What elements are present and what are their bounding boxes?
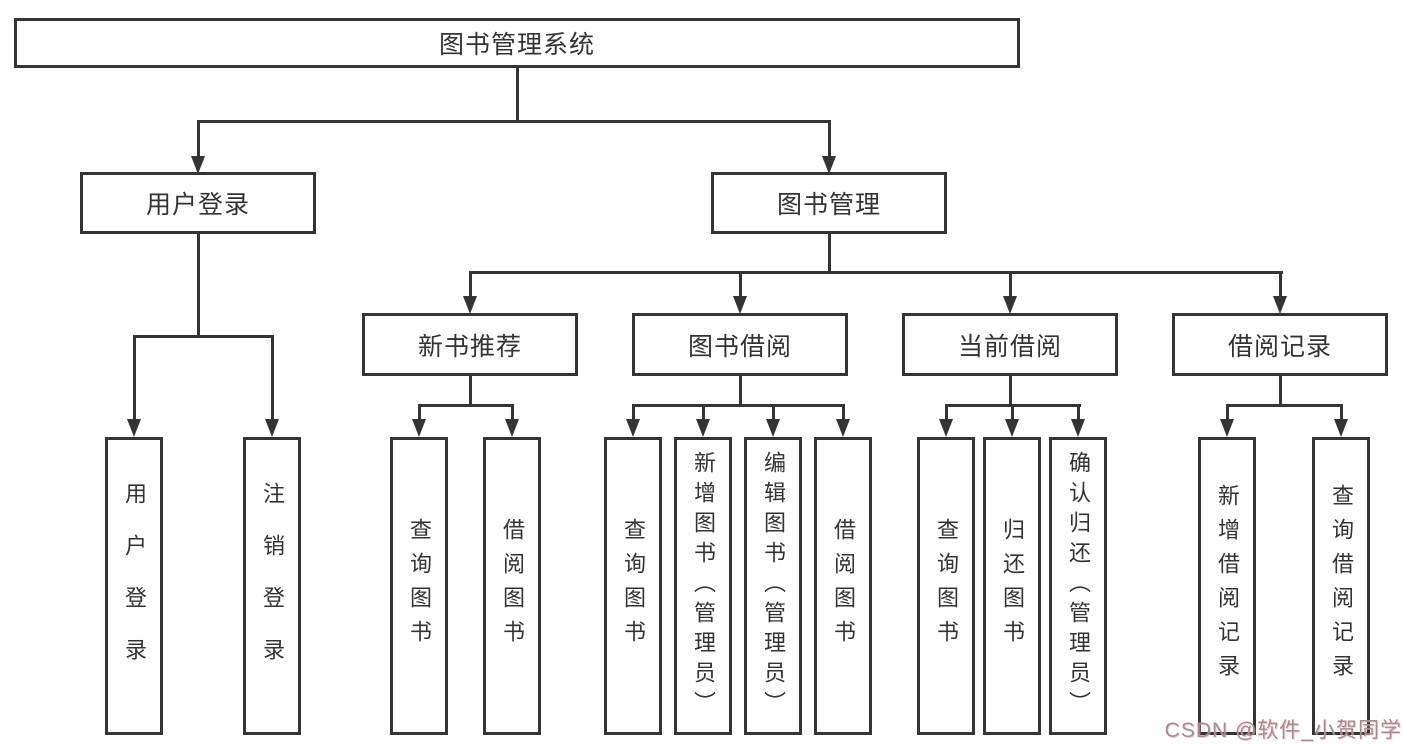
connector-login-rail (133, 335, 274, 338)
arrowhead-down-icon (191, 156, 205, 174)
connector-book-mgmt-stem (828, 123, 831, 158)
arrowhead-down-icon (265, 419, 279, 437)
arrowhead-down-icon (766, 419, 780, 437)
connector-recommend-rail (418, 404, 514, 407)
arrowhead-down-icon (1220, 419, 1234, 437)
connector-leaf-stem (702, 407, 705, 421)
arrowhead-down-icon (822, 156, 836, 174)
node-book-borrow: 图书借阅 (632, 313, 848, 376)
connector-root-rail (197, 120, 831, 123)
arrowhead-down-icon (1334, 419, 1348, 437)
connector-leaf-stem (1077, 407, 1080, 421)
arrowhead-down-icon (1273, 296, 1287, 314)
connector-leaf-stem (1011, 407, 1014, 421)
leaf-label: 编辑图书（管理员） (761, 451, 786, 721)
connector-leaf-stem (632, 407, 635, 421)
connector-l2-stem (739, 274, 742, 300)
leaf-edit-book-admin: 编辑图书（管理员） (744, 437, 802, 735)
leaf-label: 借阅图书 (831, 518, 856, 654)
connector-current-rail (945, 404, 1081, 407)
connector-leaf-stem (1226, 407, 1229, 421)
connector-l2-stem (1009, 274, 1012, 300)
arrowhead-down-icon (463, 296, 477, 314)
node-current-borrow: 当前借阅 (902, 313, 1118, 376)
leaf-query-books-current: 查询图书 (917, 437, 975, 735)
connector-records-rail (1226, 404, 1343, 407)
leaf-logout: 注销登录 (243, 437, 301, 735)
connector-logout-leaf-stem (271, 338, 274, 421)
csdn-watermark: CSDN @软件_小贺同学 (1164, 719, 1402, 742)
connector-leaf-stem (1340, 407, 1343, 421)
connector-l2-stem (469, 274, 472, 300)
arrowhead-down-icon (505, 419, 519, 437)
connector-leaf-stem (842, 407, 845, 421)
leaf-borrow-books-recommend: 借阅图书 (483, 437, 541, 735)
arrowhead-down-icon (626, 419, 640, 437)
connector-login-leaf-stem (133, 338, 136, 421)
leaf-return-book: 归还图书 (983, 437, 1041, 735)
leaf-label: 用户登录 (122, 482, 147, 690)
leaf-label: 查询图书 (621, 518, 646, 654)
leaf-query-books-recommend: 查询图书 (390, 437, 448, 735)
arrowhead-down-icon (696, 419, 710, 437)
leaf-label: 确认归还（管理员） (1066, 451, 1091, 721)
node-book-management: 图书管理 (711, 172, 947, 234)
arrowhead-down-icon (127, 419, 141, 437)
arrowhead-down-icon (1005, 419, 1019, 437)
leaf-label: 借阅图书 (500, 518, 525, 654)
arrowhead-down-icon (836, 419, 850, 437)
connector-leaf-stem (772, 407, 775, 421)
leaf-label: 查询借阅记录 (1329, 484, 1354, 688)
node-borrow-records: 借阅记录 (1172, 313, 1388, 376)
connector-user-login-stem (197, 123, 200, 158)
leaf-add-book-admin: 新增图书（管理员） (674, 437, 732, 735)
node-user-login: 用户登录 (80, 172, 316, 234)
connector-records-stem (1279, 376, 1282, 407)
leaf-label: 归还图书 (1000, 518, 1025, 654)
connector-leaf-stem (418, 407, 421, 421)
leaf-confirm-return-admin: 确认归还（管理员） (1049, 437, 1107, 735)
leaf-query-books-borrow: 查询图书 (604, 437, 662, 735)
arrowhead-down-icon (1071, 419, 1085, 437)
connector-leaf-stem (945, 407, 948, 421)
leaf-query-borrow-record: 查询借阅记录 (1312, 437, 1370, 735)
connector-current-stem (1009, 376, 1012, 407)
connector-mgmt-stem (828, 234, 831, 274)
arrowhead-down-icon (1003, 296, 1017, 314)
leaf-label: 查询图书 (934, 518, 959, 654)
arrowhead-down-icon (733, 296, 747, 314)
leaf-user-login: 用户登录 (105, 437, 163, 735)
leaf-add-borrow-record: 新增借阅记录 (1198, 437, 1256, 735)
arrowhead-down-icon (939, 419, 953, 437)
connector-l2-stem (1279, 274, 1282, 300)
connector-mgmt-rail (469, 271, 1283, 274)
leaf-label: 注销登录 (260, 482, 285, 690)
connector-leaf-stem (511, 407, 514, 421)
connector-borrow-rail (632, 404, 845, 407)
node-library-management-system: 图书管理系统 (14, 18, 1020, 68)
leaf-label: 新增借阅记录 (1215, 484, 1240, 688)
connector-borrow-stem (739, 376, 742, 407)
connector-login-stem (197, 234, 200, 338)
arrowhead-down-icon (412, 419, 426, 437)
connector-recommend-stem (469, 376, 472, 407)
leaf-label: 新增图书（管理员） (691, 451, 716, 721)
leaf-label: 查询图书 (407, 518, 432, 654)
node-new-book-recommend: 新书推荐 (362, 313, 578, 376)
leaf-borrow-books-borrow: 借阅图书 (814, 437, 872, 735)
connector-root-stem (516, 68, 519, 123)
